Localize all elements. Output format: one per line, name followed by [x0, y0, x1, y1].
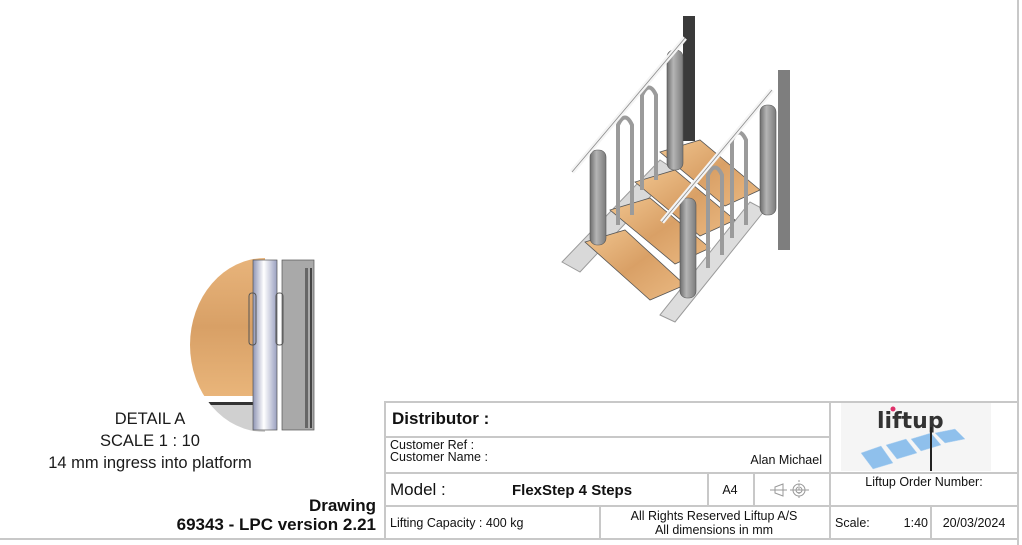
- detail-scale: SCALE 1 : 10: [100, 432, 200, 450]
- scale-value: 1:40: [903, 516, 928, 530]
- model-value: FlexStep 4 Steps: [512, 481, 633, 499]
- left-post-back: [666, 49, 684, 171]
- rights-line-2: All dimensions in mm: [654, 523, 774, 537]
- detail-slot: [248, 292, 257, 346]
- model-label: Model :: [390, 480, 446, 499]
- tb-col-rights: [599, 506, 601, 539]
- title-block: Distributor : Customer Ref : Customer Na…: [384, 401, 1018, 539]
- tb-row-line-2: [384, 472, 1018, 474]
- liftup-logo-icon: liftup: [841, 403, 991, 471]
- stair-isometric-view: [561, 16, 790, 323]
- sheet-border-right: [1017, 0, 1019, 545]
- detail-column: [281, 259, 315, 431]
- rights-line-1: All Rights Reserved Liftup A/S: [630, 509, 798, 523]
- right-post-front: [679, 197, 697, 299]
- back-left-column: [683, 16, 695, 141]
- scale-label: Scale:: [835, 516, 870, 530]
- lifting-capacity: Lifting Capacity : 400 kg: [390, 515, 524, 530]
- liftup-logo: liftup: [841, 402, 991, 472]
- right-post-back: [759, 104, 777, 216]
- left-baluster-1: [616, 115, 634, 225]
- tb-col-a4-left: [707, 473, 709, 506]
- tb-border-left: [384, 401, 386, 539]
- customer-name-label: Customer Name :: [390, 450, 488, 464]
- detail-title: DETAIL A: [114, 410, 186, 428]
- sheet-border-bottom: [0, 538, 1019, 540]
- distributor-label: Distributor :: [392, 408, 490, 428]
- left-baluster-2: [640, 85, 658, 190]
- drawing-ref-number: 69343 - LPC version 2.21: [176, 515, 376, 534]
- logo-wordmark: liftup: [877, 409, 944, 434]
- tb-divider-main: [829, 401, 831, 539]
- drawing-ref-title: Drawing: [308, 496, 376, 515]
- detail-note: 14 mm ingress into platform: [48, 454, 252, 472]
- detail-a-view: [190, 258, 315, 432]
- back-right-column: [778, 70, 790, 250]
- customer-ref-label: Customer Ref :: [390, 438, 475, 452]
- third-angle-projection-icon: [770, 480, 809, 500]
- projection-symbol: [753, 474, 829, 506]
- detail-caption: DETAIL A SCALE 1 : 10 14 mm ingress into…: [0, 408, 300, 474]
- customer-name-value: Alan Michael: [750, 453, 822, 467]
- drawing-date: 20/03/2024: [942, 516, 1006, 530]
- tb-border-top: [384, 401, 1018, 403]
- detail-tube: [252, 259, 278, 431]
- order-number-label: Liftup Order Number:: [865, 475, 983, 489]
- rights-notice: All Rights Reserved Liftup A/S All dimen…: [599, 507, 829, 539]
- paper-size: A4: [722, 483, 738, 497]
- tb-col-date: [930, 506, 932, 539]
- tb-row-line-3: [384, 505, 1018, 507]
- right-baluster-1: [706, 165, 724, 268]
- tb-row-line-1: [384, 436, 830, 438]
- tb-col-a4-right: [753, 473, 755, 506]
- left-post-front: [589, 149, 607, 246]
- drawing-reference: Drawing 69343 - LPC version 2.21: [177, 496, 376, 534]
- customer-labels: Customer Ref : Customer Name :: [390, 438, 488, 464]
